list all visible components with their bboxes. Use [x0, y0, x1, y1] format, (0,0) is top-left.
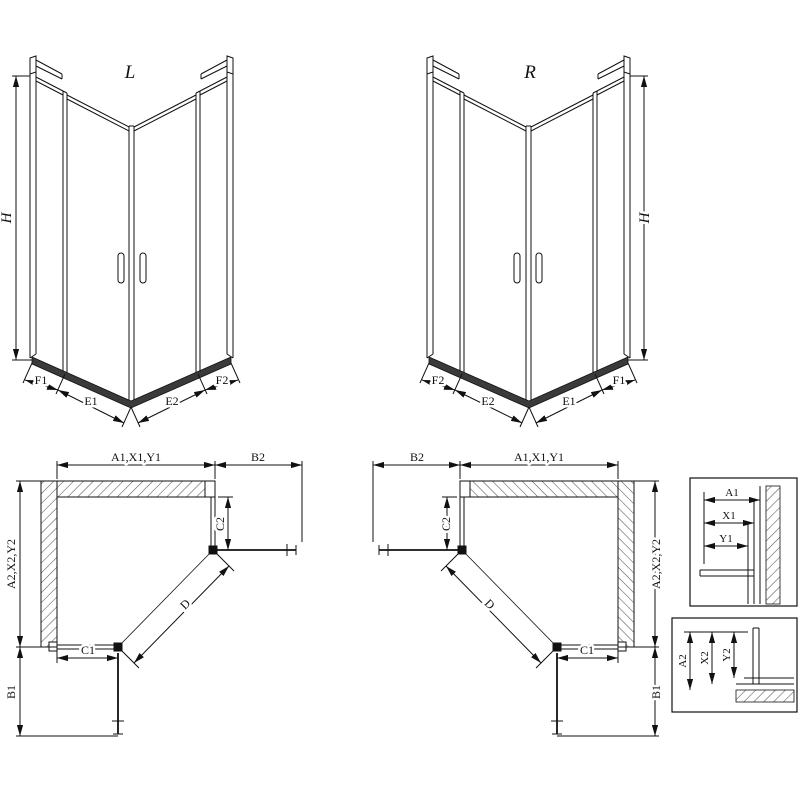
dim-label-e2-left: E2: [165, 394, 178, 408]
dim-label-b2-plan-right: B2: [410, 450, 424, 464]
dim-label-c2-plan-left: C2: [213, 517, 227, 531]
iso-view-left-drawing: [12, 56, 240, 427]
detail-label-x1: X1: [722, 510, 735, 522]
detail-label-a2: A2: [677, 654, 689, 667]
dim-label-a1-plan-left: A1,X1,Y1: [111, 450, 161, 464]
detail-profile-lines-bottom: [736, 677, 794, 685]
dim-label-a2-plan-right: A2,X2,Y2: [649, 539, 663, 589]
dim-label-f2-left: F2: [216, 373, 229, 387]
detail-label-a1: A1: [725, 487, 738, 499]
detail-label-y1: Y1: [719, 533, 732, 545]
dim-label-a1-plan-right: A1,X1,Y1: [514, 450, 564, 464]
detail-label-x2: X2: [699, 651, 711, 664]
dim-label-h-right: H: [637, 211, 653, 224]
dim-label-c2-plan-right: C2: [439, 517, 453, 531]
detail-box-bottom: [671, 617, 798, 713]
view-title-right: R: [523, 62, 536, 83]
dim-label-b1-plan-left: B1: [4, 685, 18, 699]
dim-label-e2-right: E2: [481, 394, 494, 408]
view-title-left: L: [124, 62, 136, 83]
iso-view-right-drawing: [420, 56, 648, 427]
detail-label-y2: Y2: [721, 648, 733, 661]
plan-view-left-drawing: [16, 461, 302, 736]
dim-label-h-left: H: [0, 211, 15, 224]
detail-profile-lines-top: [747, 486, 761, 604]
detail-glass-bottom: [752, 627, 760, 684]
dim-label-e1-right: E1: [562, 394, 575, 408]
dim-label-c1-plan-left: C1: [81, 643, 95, 657]
dim-label-e1-left: E1: [84, 394, 97, 408]
dim-label-b1-plan-right: B1: [649, 685, 663, 699]
detail-glass-top: [699, 569, 754, 577]
dim-label-f2-right: F2: [432, 373, 445, 387]
dim-label-f1-left: F1: [35, 373, 48, 387]
dim-label-a2-plan-left: A2,X2,Y2: [4, 539, 18, 589]
detail-box-top-frame: [689, 477, 798, 607]
dim-label-d-plan-left: D: [177, 596, 193, 612]
dim-label-c1-plan-right: C1: [580, 643, 594, 657]
detail-wall-hatch-bottom: [735, 689, 795, 703]
dim-label-b2-plan-left: B2: [251, 450, 265, 464]
dim-label-f1-right: F1: [613, 373, 626, 387]
detail-wall-hatch-top: [765, 485, 781, 605]
plan-view-right-drawing: [373, 461, 659, 736]
detail-box-top: [689, 477, 798, 607]
dim-label-d-plan-right: D: [482, 596, 498, 612]
